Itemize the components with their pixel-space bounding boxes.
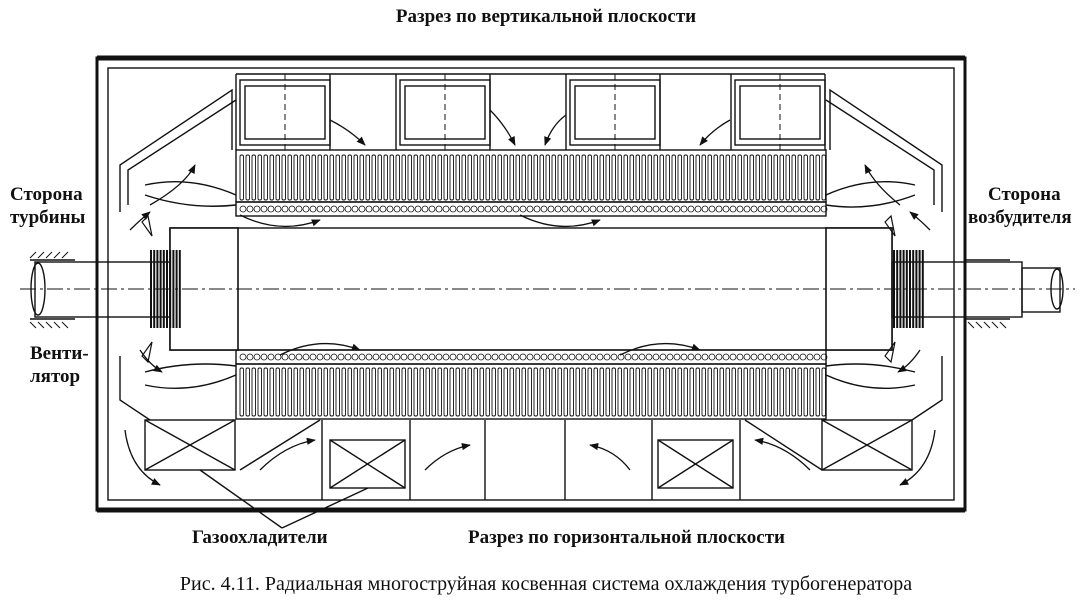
top-gas-coolers [235,73,826,150]
figure-caption: Рис. 4.11. Радиальная многоструйная косв… [180,573,912,595]
stator-core-top [235,149,828,217]
fan-label-2: лятор [30,366,80,387]
airflow-arrows [124,109,936,486]
shaft-exciter-side [891,259,1064,329]
end-ducts [119,88,943,421]
shaft-turbine-side [29,251,171,329]
bottom-section-label: Разрез по горизонтальной плоскости [468,527,785,548]
turbine-side-label-1: Сторона [10,184,83,205]
gas-coolers-label: Газоохладители [192,527,328,548]
fan-label-1: Венти- [30,343,89,364]
exciter-side-label-1: Сторона [988,184,1061,205]
bottom-gas-coolers [144,419,913,500]
gas-coolers-pointers [199,469,369,529]
rotor [20,227,1075,351]
stator-core-bottom [235,349,828,420]
turbine-side-label-2: турбины [10,207,86,228]
exciter-side-label-2: возбудителя [968,207,1072,228]
generator-housing [95,55,967,513]
fan-blades-right [884,214,924,364]
top-section-label: Разрез по вертикальной плоскости [396,6,696,27]
